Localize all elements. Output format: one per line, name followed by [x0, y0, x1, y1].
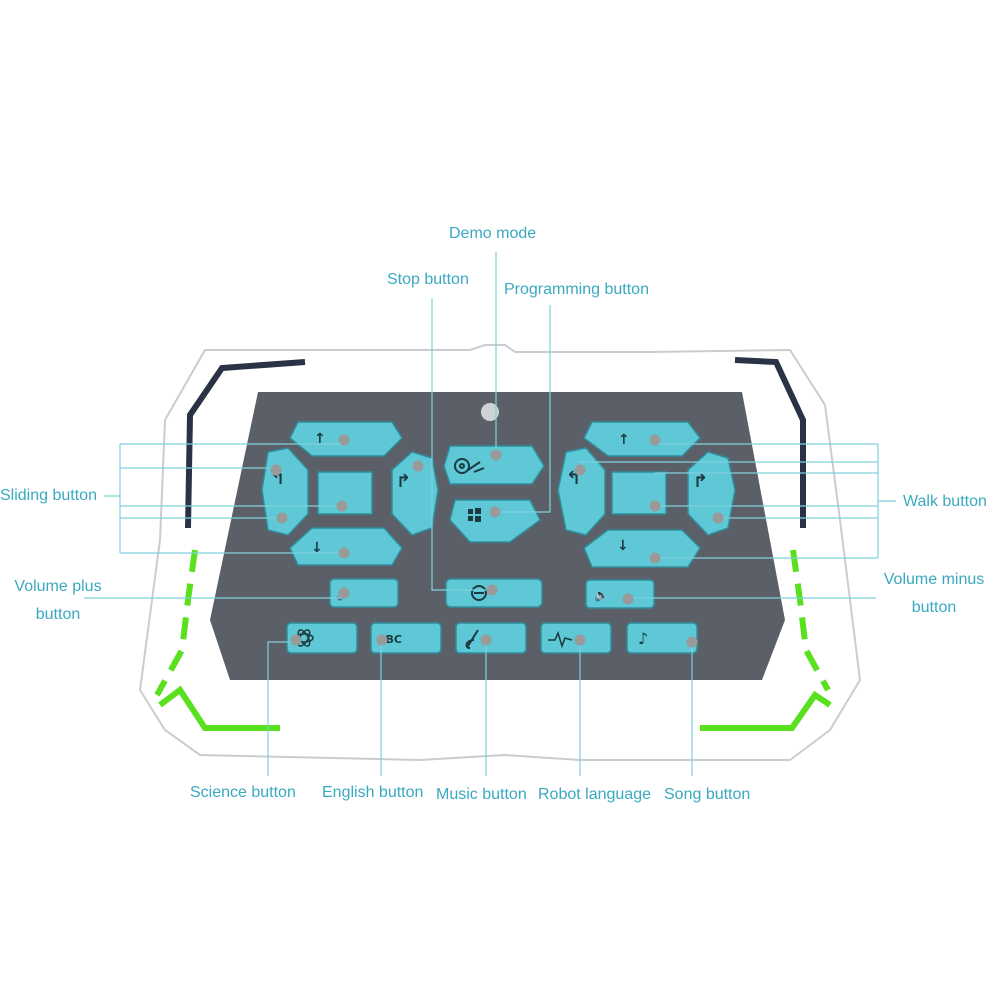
- volume-minus-button[interactable]: [585, 579, 655, 609]
- waveform-icon: [548, 630, 573, 649]
- leader-programming: [495, 305, 551, 513]
- speaker-minus-icon: 🔈: [594, 588, 609, 602]
- dot-demo: [490, 449, 502, 461]
- sliding-right-button[interactable]: [391, 451, 439, 536]
- demo-mode-button[interactable]: [443, 445, 545, 485]
- stop-circle-icon: [471, 585, 487, 601]
- leader-sliding-bracket: [104, 443, 344, 554]
- walk-up-button[interactable]: [583, 421, 701, 457]
- dot-walk-center: [649, 500, 661, 512]
- navy-accent-left: [185, 359, 306, 529]
- walk-left-button[interactable]: [557, 447, 606, 536]
- dot-volume-minus: [622, 593, 634, 605]
- label-volume-plus-button: Volume plus button: [14, 578, 102, 623]
- status-led: [481, 403, 499, 421]
- green-accent-right: [790, 549, 831, 692]
- volume-plus-button[interactable]: [329, 578, 399, 608]
- dot-walk-right: [712, 512, 724, 524]
- leader-science: [267, 641, 292, 776]
- label-walk-button: Walk button: [903, 493, 987, 510]
- dot-programming: [489, 506, 501, 518]
- label-programming-button: Programming button: [504, 281, 649, 298]
- dot-walk-down: [649, 552, 661, 564]
- turn-right-icon: ↱: [396, 471, 411, 492]
- dot-volume-plus: [338, 587, 350, 599]
- navy-accent-right: [734, 357, 806, 528]
- dot-sliding-right: [412, 460, 424, 472]
- windows-icon: [468, 508, 481, 522]
- dot-sliding-left-lower: [276, 512, 288, 524]
- dot-english: [376, 634, 388, 646]
- label-english-button: English button: [322, 784, 424, 801]
- leader-walk-bracket: [580, 443, 896, 559]
- leader-stop: [431, 298, 492, 591]
- green-corner-right: [700, 690, 832, 731]
- green-corner-left: [158, 685, 280, 731]
- dot-science: [290, 634, 302, 646]
- label-volume-minus-button: Volume minus button: [883, 571, 985, 616]
- reel-icon: [454, 458, 485, 474]
- english-button[interactable]: [370, 622, 442, 654]
- label-demo-mode: Demo mode: [449, 225, 537, 242]
- song-icon: ♪: [638, 629, 648, 648]
- dot-sliding-down: [338, 547, 350, 559]
- note-icon: [465, 629, 479, 649]
- dot-sliding-center: [336, 500, 348, 512]
- dot-sliding-left: [270, 464, 282, 476]
- dot-song: [686, 636, 698, 648]
- label-stop-button: Stop button: [387, 271, 469, 288]
- arrow-up-icon: ↑: [314, 431, 326, 447]
- dot-stop: [486, 584, 498, 596]
- walk-down-button[interactable]: [583, 529, 701, 568]
- dot-robot-language: [574, 634, 586, 646]
- label-song-button: Song button: [664, 786, 751, 803]
- arrow-down-icon: ↓: [311, 540, 323, 556]
- green-accent-left: [154, 549, 198, 697]
- dot-music: [480, 634, 492, 646]
- label-robot-language: Robot language: [538, 786, 651, 803]
- arrow-down-icon: ↓: [617, 538, 629, 554]
- label-sliding-button: Sliding button: [0, 487, 97, 504]
- label-music-button: Music button: [436, 786, 527, 803]
- sliding-down-button[interactable]: [289, 527, 403, 566]
- dot-sliding-up: [338, 434, 350, 446]
- song-button[interactable]: [626, 622, 698, 654]
- dot-walk-left: [574, 464, 586, 476]
- turn-right-icon: ↱: [693, 471, 708, 492]
- arrow-up-icon: ↑: [618, 432, 630, 448]
- dot-walk-up: [649, 434, 661, 446]
- label-science-button: Science button: [190, 784, 296, 801]
